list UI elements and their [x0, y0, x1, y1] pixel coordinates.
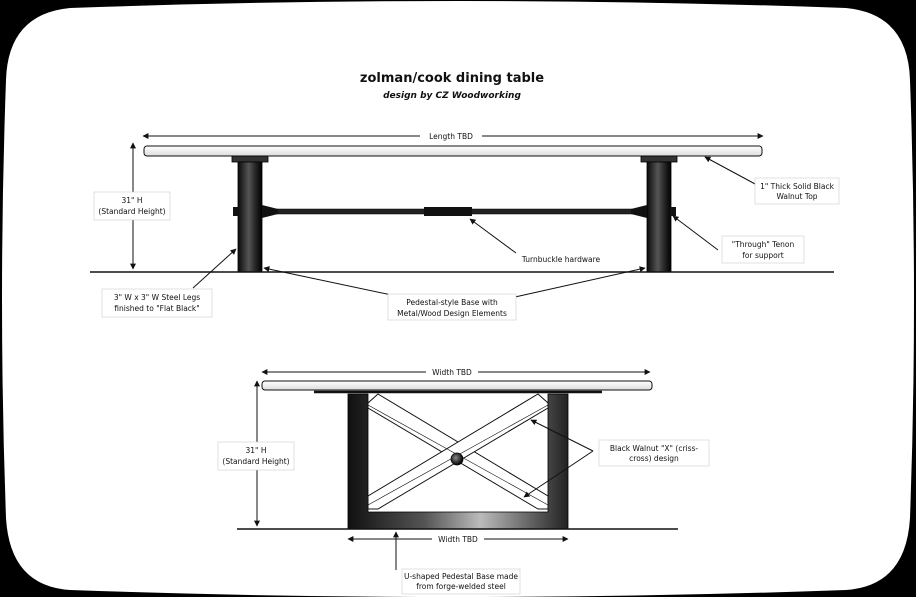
base-note-arrow-left — [263, 266, 402, 298]
u-base-note-box — [401, 568, 521, 595]
base-note-line-1: Pedestal-style Base with — [406, 298, 498, 307]
top-note-box — [754, 177, 840, 205]
legs-note-line-1: 3" W x 3" W Steel Legs — [114, 293, 200, 302]
top-note-line-1: 1" Thick Solid Black — [760, 182, 834, 191]
width-base-label-bg — [432, 534, 484, 544]
legs-note-arrow — [192, 248, 237, 289]
right-leg-cap — [640, 155, 678, 163]
left-leg — [237, 161, 263, 273]
turnbuckle-note-arrow — [469, 218, 517, 254]
end-view: Width TBD 31" H (Standard Height) Black … — [217, 367, 710, 595]
base-note-arrow-right — [514, 266, 646, 298]
page-title: zolman/cook dining table — [360, 71, 544, 86]
tenon-note-line-1: "Through" Tenon — [732, 240, 795, 249]
top-note-arrow — [704, 156, 758, 186]
left-rod-end — [262, 205, 278, 218]
legs-note-box — [101, 288, 213, 318]
tenon-note-line-2: for support — [742, 251, 784, 260]
side-height-label-1: 31" H — [121, 196, 142, 205]
left-tenon-end — [233, 207, 239, 216]
center-bolt — [450, 452, 464, 466]
x-note-box — [598, 439, 710, 467]
base-note-line-2: Metal/Wood Design Elements — [397, 309, 507, 318]
top-note-line-2: Walnut Top — [776, 192, 817, 201]
end-height-label-2: (Standard Height) — [222, 457, 289, 466]
width-top-label: Width TBD — [432, 368, 472, 377]
side-view: Length TBD 31" H (Standard Height) 1" Th… — [90, 131, 840, 321]
right-leg — [646, 161, 672, 273]
u-base-note-line-1: U-shaped Pedestal Base made — [404, 572, 518, 581]
x-cross — [367, 393, 549, 510]
right-rod-end — [631, 205, 647, 218]
left-leg-cap — [231, 155, 269, 163]
side-table-top — [143, 145, 763, 157]
side-height-label-box — [93, 191, 171, 221]
end-height-label-1: 31" H — [245, 446, 266, 455]
base-note-box — [387, 293, 517, 321]
right-tenon-end — [670, 207, 676, 216]
turnbuckle-note: Turnbuckle hardware — [521, 255, 601, 264]
u-base-note-line-2: from forge-welded steel — [416, 582, 506, 591]
side-height-label-2: (Standard Height) — [98, 207, 165, 216]
length-label: Length TBD — [429, 132, 473, 141]
x-note-arrow-lower — [523, 450, 594, 498]
width-top-label-bg — [426, 367, 478, 377]
turnbuckle-body — [424, 207, 472, 216]
tenon-note-arrow — [672, 215, 719, 251]
x-note-line-2: cross) design — [629, 454, 679, 463]
page-subtitle: design by CZ Woodworking — [383, 91, 521, 101]
tenon-note-box — [721, 235, 805, 264]
end-table-top — [261, 380, 653, 391]
legs-note-line-2: finished to "Flat Black" — [114, 304, 199, 313]
width-base-label: Width TBD — [438, 535, 478, 544]
length-label-bg — [420, 131, 482, 141]
x-note-arrow-upper — [530, 419, 594, 452]
end-height-label-box — [217, 441, 295, 471]
x-note-line-1: Black Walnut "X" (criss- — [610, 444, 699, 453]
